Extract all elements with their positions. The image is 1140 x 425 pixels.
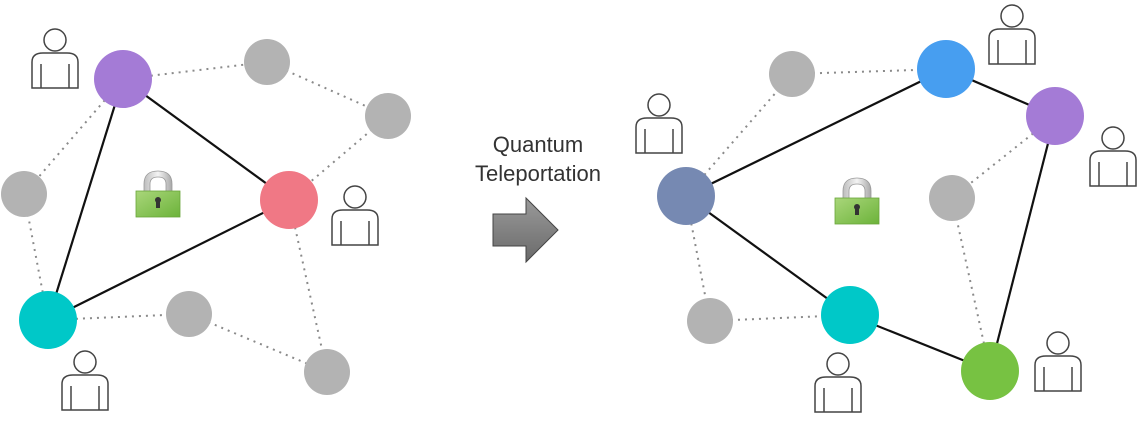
entangled-edge [988,115,1057,372]
dotted-edge [791,68,947,75]
dotted-edge [47,313,190,321]
user-icon [988,4,1036,65]
user-node-green [961,342,1019,400]
dotted-edge [288,199,328,373]
relay-node [166,291,212,337]
dotted-edge [23,78,124,195]
relay-node [304,349,350,395]
user-node-blue [917,40,975,98]
user-icon [31,28,79,89]
dotted-edge [951,197,991,372]
relay-node [687,298,733,344]
relay-node [929,175,975,221]
user-icon [61,350,109,411]
user-node-purple [1026,87,1084,145]
dotted-edge [122,61,268,80]
relay-node [769,51,815,97]
dotted-edge [709,314,851,322]
lock-icon [834,177,880,225]
user-icon [331,185,379,246]
user-node-teal [19,291,77,349]
entangled-edge [122,78,290,201]
user-icon [814,352,862,413]
entangled-edge [685,195,851,316]
user-node-purple [94,50,152,108]
caption-line-2: Teleportation [475,161,601,186]
user-icon [635,93,683,154]
lock-icon [135,170,181,218]
entangled-edge [47,199,290,321]
entangled-edge [46,78,125,321]
dotted-edge [685,73,793,197]
caption-line-1: Quantum [492,132,584,157]
relay-node [365,93,411,139]
entangled-edge [685,68,947,197]
arrow-icon [492,196,559,264]
relay-node [1,171,47,217]
user-icon [1034,331,1082,392]
user-node-pink [260,171,318,229]
relay-node [244,39,290,85]
caption: Quantum Teleportation [458,130,618,188]
user-icon [1089,126,1137,187]
user-node-teal [821,286,879,344]
user-node-slate [657,167,715,225]
